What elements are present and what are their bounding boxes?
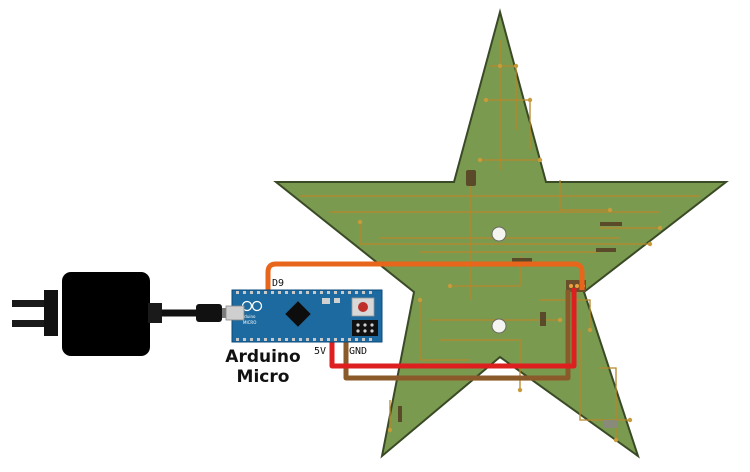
power-adapter-icon (12, 272, 150, 356)
smd-component-2 (334, 298, 340, 303)
pcb-pads (357, 63, 663, 443)
board-logo-sub: MICRO (243, 320, 256, 325)
board-name-line2: Micro (237, 367, 290, 387)
power-wire (329, 288, 577, 369)
signal-wire-d9 (265, 261, 585, 290)
pin-label-d9: D9 (272, 278, 284, 289)
star-pcb-icon (273, 8, 729, 459)
mounting-hole-top (491, 226, 507, 242)
board-logo-text: Arduino (240, 314, 256, 319)
smd-component (322, 298, 330, 304)
micro-usb-port (225, 305, 245, 321)
mounting-hole-bottom (491, 318, 507, 334)
icsp-header (352, 320, 378, 336)
pin-label-5v: 5V (314, 346, 326, 357)
pin-label-gnd: GND (349, 346, 367, 357)
header-pins-bottom (236, 338, 372, 341)
usb-cable-icon (148, 303, 234, 323)
header-pins-top (236, 291, 372, 294)
board-name-line1: Arduino (225, 347, 300, 367)
reset-button (351, 297, 375, 317)
pcb-components (398, 170, 622, 428)
ground-wire (343, 290, 571, 381)
arduino-micro-board-icon: Arduino MICRO (225, 289, 383, 343)
mcu-chip (285, 301, 311, 327)
